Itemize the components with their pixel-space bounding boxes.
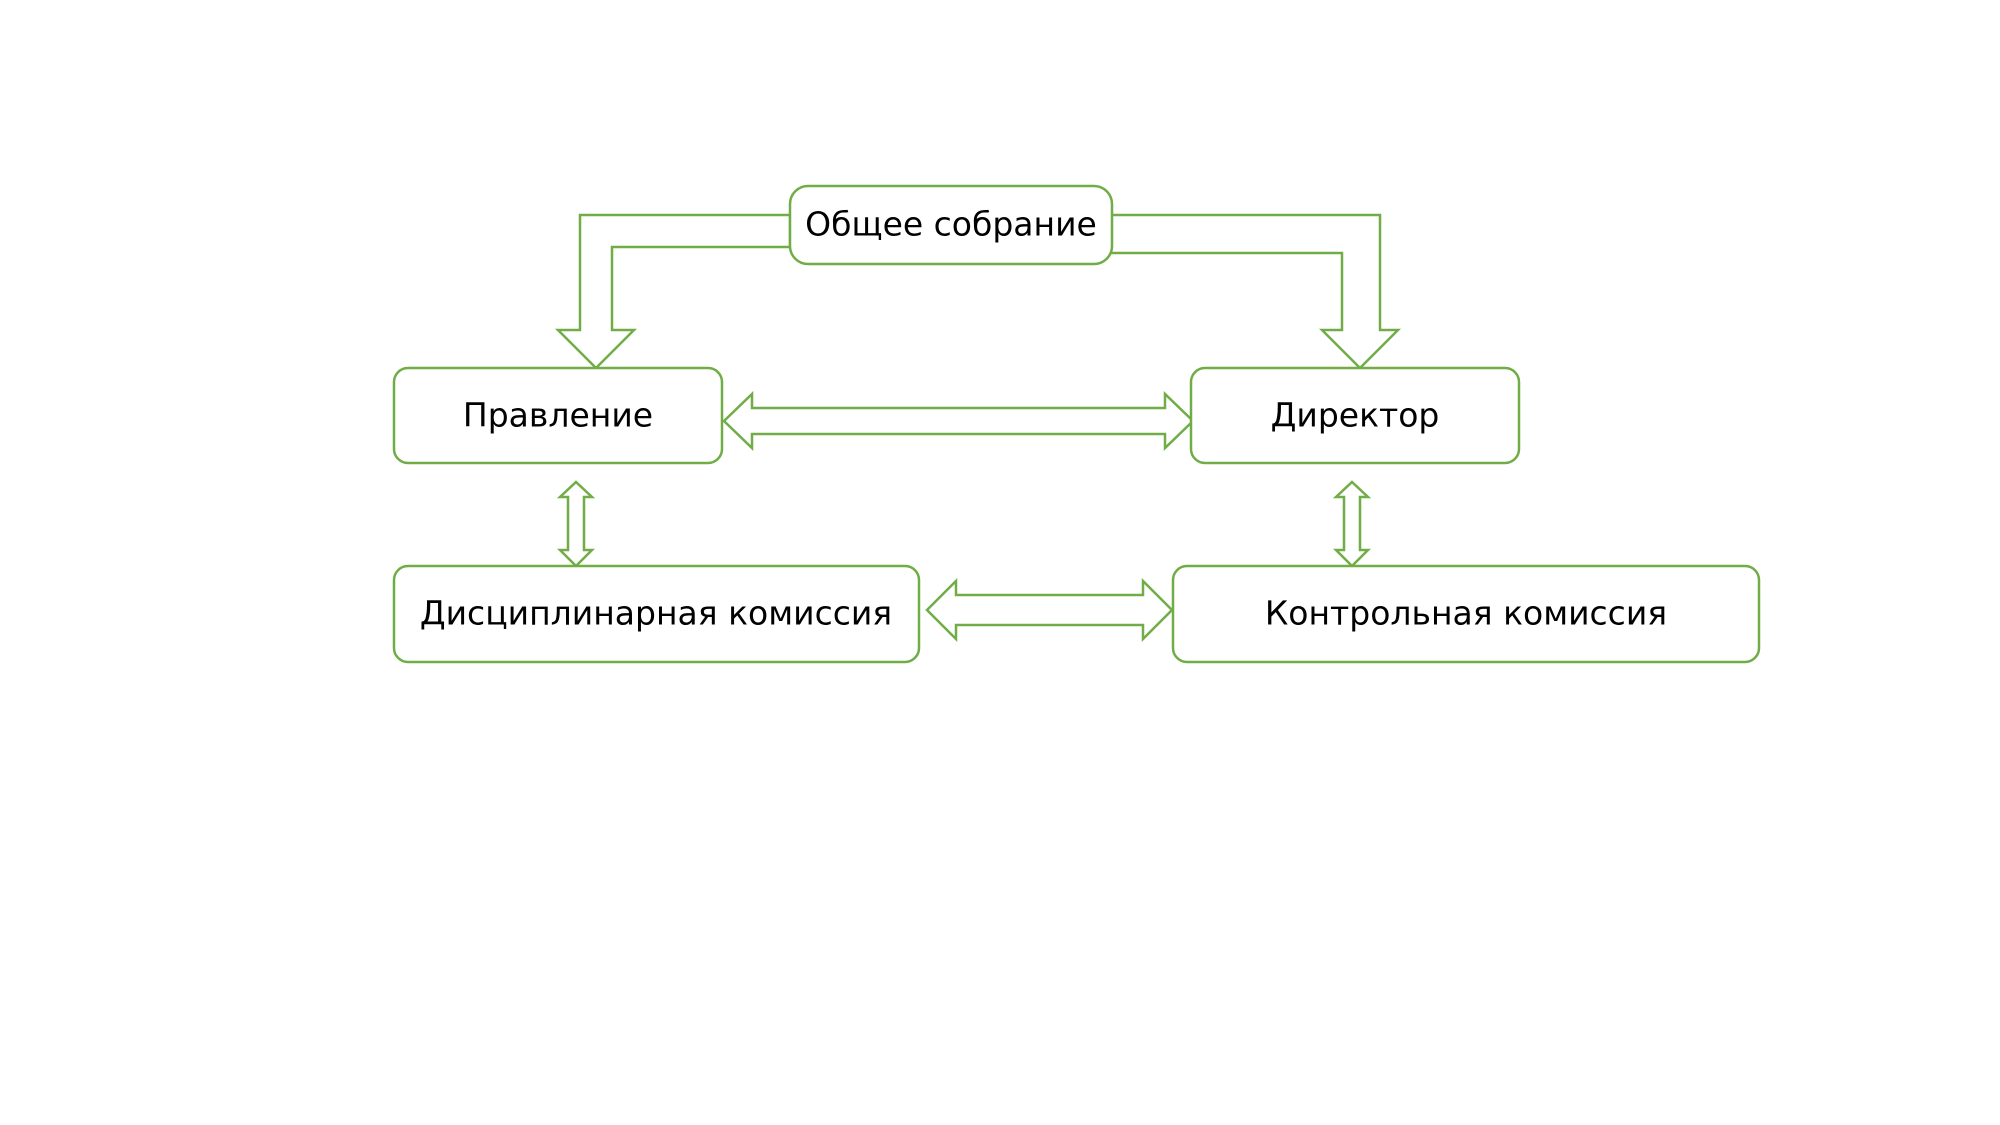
node-audit-commission-label: Контрольная комиссия (1265, 594, 1667, 633)
node-general-meeting: Общее собрание (788, 184, 1114, 266)
arrow-meeting-to-board (554, 213, 792, 370)
node-board-box (392, 366, 724, 465)
node-director-label: Директор (1271, 396, 1440, 435)
node-director-box (1189, 366, 1521, 465)
arrow-disciplinary-audit (925, 577, 1174, 643)
arrow-meeting-to-director (1108, 213, 1402, 370)
node-disciplinary-commission-box (392, 564, 921, 664)
node-general-meeting-label: Общее собрание (805, 205, 1097, 244)
arrow-board-director (722, 391, 1195, 451)
node-disciplinary-commission-label: Дисциплинарная комиссия (420, 594, 892, 633)
node-audit-commission-box (1171, 564, 1761, 664)
node-audit-commission: Контрольная комиссия (1171, 564, 1761, 664)
arrow-board-disciplinary (556, 480, 596, 568)
node-board: Правление (392, 366, 724, 465)
node-disciplinary-commission: Дисциплинарная комиссия (392, 564, 921, 664)
node-general-meeting-box (788, 184, 1114, 266)
node-board-label: Правление (463, 396, 653, 435)
node-director: Директор (1189, 366, 1521, 465)
arrow-director-audit (1332, 480, 1372, 568)
